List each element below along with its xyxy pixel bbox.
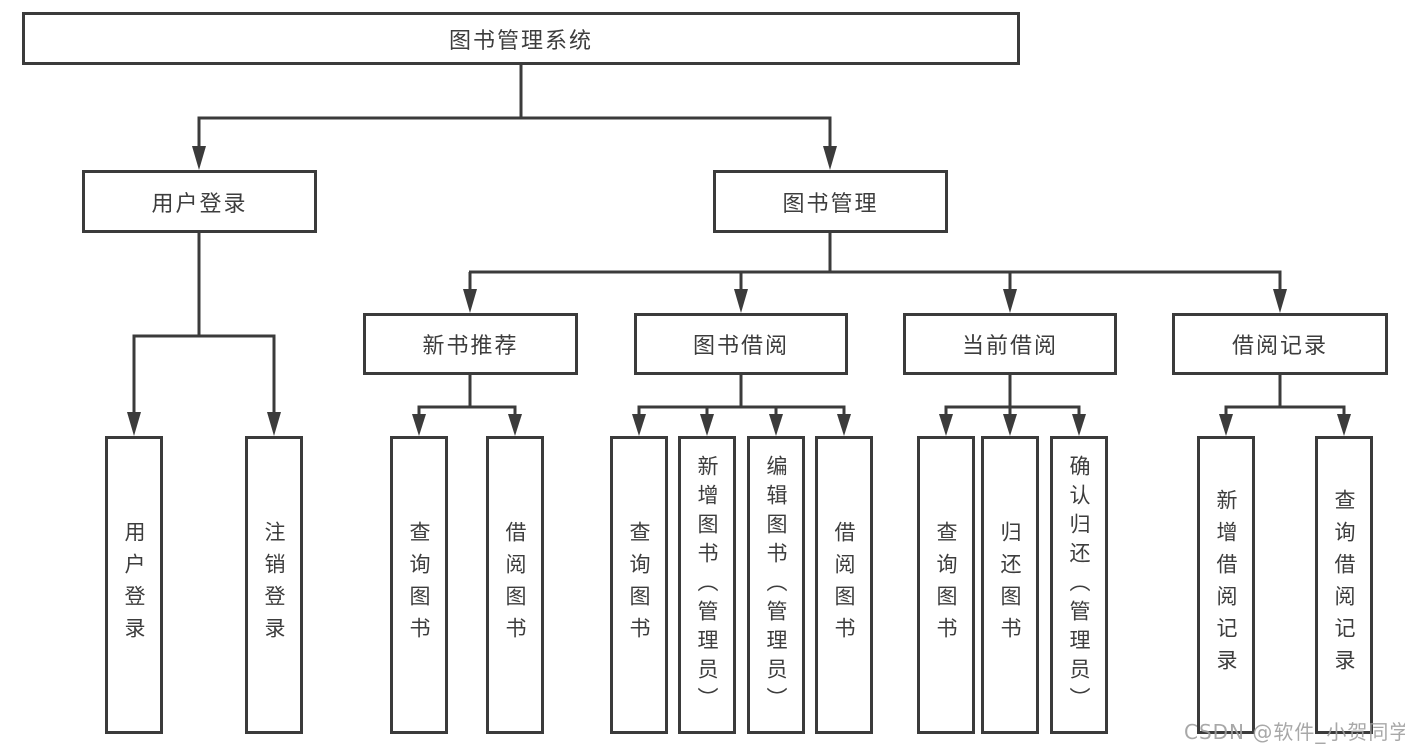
arrowheads — [127, 146, 1351, 436]
arrow-down-icon — [769, 414, 783, 436]
arrow-down-icon — [1003, 414, 1017, 436]
node-label: 当前借阅 — [961, 334, 1058, 359]
leaf-confirm-return-admin: 确认归还（管理员） — [1050, 436, 1108, 734]
arrow-down-icon — [939, 414, 953, 436]
node-label: 查询图书 — [934, 521, 958, 649]
arrow-down-icon — [632, 414, 646, 436]
node-label: 归还图书 — [998, 521, 1022, 649]
node-label: 编辑图书（管理员） — [764, 454, 788, 716]
node-book-management: 图书管理 — [713, 170, 948, 233]
leaf-borrow-books: 借阅图书 — [815, 436, 873, 734]
node-label: 查询借阅记录 — [1332, 489, 1356, 681]
arrow-down-icon — [1003, 289, 1017, 313]
leaf-user-login: 用户登录 — [105, 436, 163, 734]
arrow-down-icon — [1219, 414, 1233, 436]
node-label: 查询图书 — [627, 521, 651, 649]
node-label: 新增图书（管理员） — [695, 454, 719, 716]
arrow-down-icon — [508, 414, 522, 436]
node-borrowing-records: 借阅记录 — [1172, 313, 1388, 375]
node-label: 图书管理系统 — [448, 28, 593, 54]
arrow-down-icon — [1337, 414, 1351, 436]
arrow-down-icon — [412, 414, 426, 436]
leaf-return-books: 归还图书 — [981, 436, 1039, 734]
leaf-add-borrow-record: 新增借阅记录 — [1197, 436, 1255, 734]
node-label: 用户登录 — [122, 521, 146, 649]
arrow-down-icon — [837, 414, 851, 436]
leaf-query-books: 查询图书 — [390, 436, 448, 734]
arrow-down-icon — [127, 412, 141, 436]
node-root-library-system: 图书管理系统 — [22, 12, 1020, 65]
csdn-watermark: CSDN @软件_小贺同学 — [1184, 720, 1405, 744]
node-current-borrowing: 当前借阅 — [903, 313, 1117, 375]
node-book-borrowing: 图书借阅 — [634, 313, 848, 375]
node-label: 借阅记录 — [1231, 334, 1328, 359]
leaf-logout: 注销登录 — [245, 436, 303, 734]
leaf-add-books-admin: 新增图书（管理员） — [678, 436, 736, 734]
arrow-down-icon — [463, 289, 477, 313]
node-new-book-recommendation: 新书推荐 — [363, 313, 578, 375]
arrow-down-icon — [192, 146, 206, 170]
leaf-query-borrow-record: 查询借阅记录 — [1315, 436, 1373, 734]
leaf-borrow-books: 借阅图书 — [486, 436, 544, 734]
node-label: 查询图书 — [407, 521, 431, 649]
arrow-down-icon — [1273, 289, 1287, 313]
arrow-down-icon — [267, 412, 281, 436]
node-label: 借阅图书 — [503, 521, 527, 649]
arrow-down-icon — [734, 289, 748, 313]
arrow-down-icon — [823, 146, 837, 170]
node-user-login: 用户登录 — [82, 170, 317, 233]
leaf-query-books: 查询图书 — [610, 436, 668, 734]
arrow-down-icon — [700, 414, 714, 436]
node-label: 用户登录 — [151, 191, 248, 217]
node-label: 新书推荐 — [422, 334, 519, 359]
node-label: 注销登录 — [262, 521, 286, 649]
node-label: 新增借阅记录 — [1214, 489, 1238, 681]
arrow-down-icon — [1072, 414, 1086, 436]
node-label: 确认归还（管理员） — [1067, 454, 1091, 716]
leaf-query-books: 查询图书 — [917, 436, 975, 734]
leaf-edit-books-admin: 编辑图书（管理员） — [747, 436, 805, 734]
node-label: 图书管理 — [782, 191, 879, 217]
node-label: 图书借阅 — [692, 334, 789, 359]
node-label: 借阅图书 — [832, 521, 856, 649]
